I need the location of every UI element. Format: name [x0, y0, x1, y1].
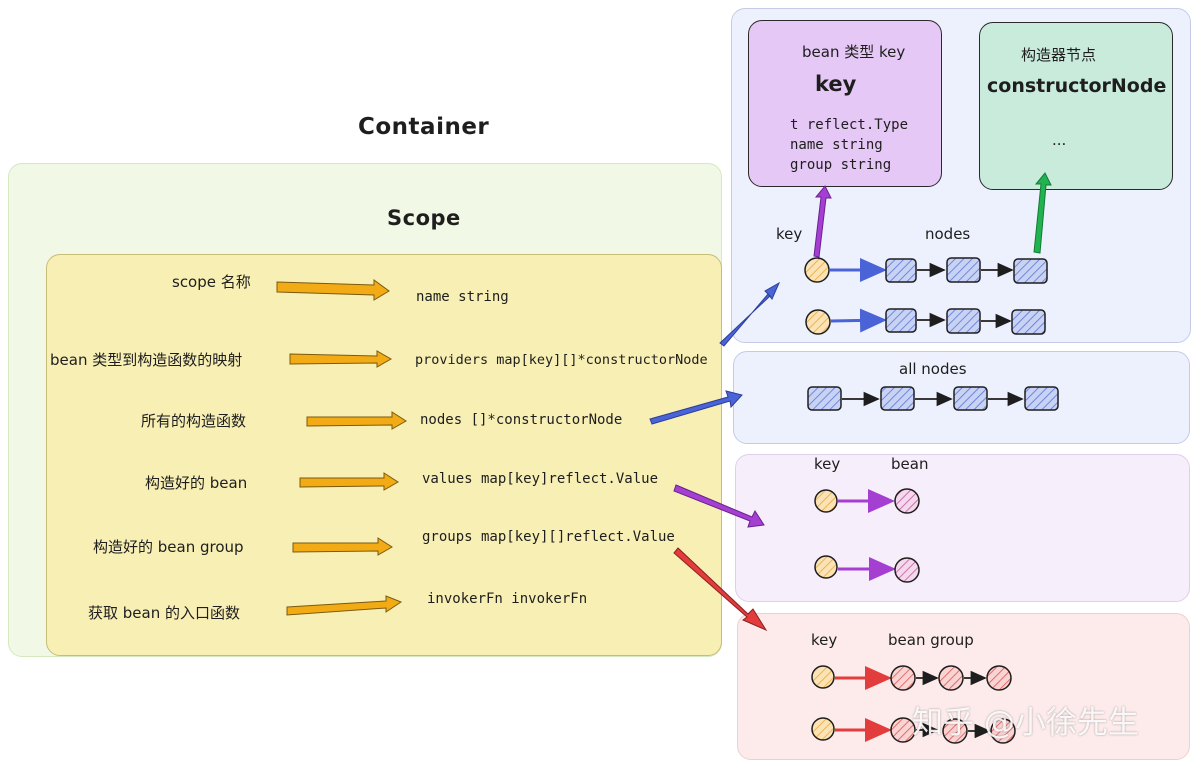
- bean-circle: [890, 717, 916, 743]
- scope-title: Scope: [387, 206, 461, 230]
- key-circle: [811, 717, 835, 741]
- values-bean-label: bean: [891, 455, 929, 473]
- scope-row-label-values: 构造好的 bean: [145, 474, 248, 492]
- groups-bean-group-label: bean group: [888, 631, 974, 649]
- node-box: [1024, 386, 1059, 411]
- node-box: [1011, 309, 1046, 335]
- providers-row-1: [804, 257, 1048, 284]
- groups-row-1: [811, 665, 1012, 691]
- connector-arrows: [649, 281, 781, 632]
- groups-key-label: key: [811, 631, 838, 649]
- node-box: [953, 386, 988, 411]
- scope-row-label-name: scope 名称: [172, 273, 251, 291]
- constructor-node-card: [979, 22, 1173, 190]
- bean-circle: [894, 557, 920, 583]
- bean-circle: [938, 665, 964, 691]
- key-circle: [814, 489, 838, 513]
- node-box: [946, 257, 981, 283]
- orange-arrow-groups: [292, 537, 393, 556]
- node-box: [880, 386, 915, 411]
- bean-circle: [990, 718, 1016, 744]
- green-arrow-to-ctor: [1033, 172, 1052, 254]
- all-nodes-label: all nodes: [899, 360, 967, 378]
- values-key-label: key: [814, 455, 841, 473]
- values-row-2: [814, 555, 920, 583]
- scope-field-name: name string: [416, 289, 509, 305]
- ctor-card-caption: 构造器节点: [1021, 46, 1097, 64]
- node-box: [1013, 258, 1048, 284]
- values-panel: [735, 454, 1190, 602]
- key-card-field-type: t reflect.Type: [790, 117, 909, 133]
- scope-row-label-nodes: 所有的构造函数: [141, 412, 247, 430]
- key-circle: [804, 257, 830, 283]
- key-circle: [814, 555, 838, 579]
- orange-arrow-nodes: [306, 411, 407, 430]
- watermark: 知乎 @小徐先生: [912, 705, 1139, 741]
- providers-key-label: key: [776, 225, 803, 243]
- scope-field-invoker: invokerFn invokerFn: [427, 591, 588, 607]
- scope-field-values: values map[key]reflect.Value: [422, 471, 659, 487]
- providers-nodes-label: nodes: [925, 225, 971, 243]
- key-card-name: key: [815, 72, 857, 96]
- key-card-field-group: group string: [790, 157, 892, 173]
- bean-circle: [890, 665, 916, 691]
- node-box: [885, 308, 917, 333]
- all-nodes-row: [807, 386, 1059, 411]
- ctor-card-name: constructorNode: [987, 75, 1167, 97]
- key-circle: [805, 309, 831, 335]
- key-card-field-name: name string: [790, 137, 883, 153]
- scope-row-label-providers: bean 类型到构造函数的映射: [50, 351, 243, 369]
- orange-arrow-providers: [289, 350, 393, 368]
- scope-field-providers: providers map[key][]*constructorNode: [415, 352, 708, 368]
- red-arrow-groups: [673, 547, 768, 632]
- key-circle: [811, 665, 835, 689]
- bean-circle: [894, 488, 920, 514]
- providers-row-2: [805, 308, 1046, 335]
- values-row-1: [814, 488, 920, 514]
- bean-circle: [942, 718, 968, 744]
- purple-arrow-to-key: [813, 185, 832, 258]
- node-box: [946, 308, 981, 334]
- orange-arrows: [276, 279, 407, 616]
- container-title: Container: [358, 114, 490, 140]
- orange-arrow-values: [299, 472, 399, 491]
- scope-row-label-invoker: 获取 bean 的入口函数: [88, 604, 240, 622]
- blue-arrow-nodes: [649, 390, 743, 425]
- scope-row-label-groups: 构造好的 bean group: [93, 538, 244, 556]
- scope-field-groups: groups map[key][]reflect.Value: [422, 529, 675, 545]
- scope-field-nodes: nodes []*constructorNode: [420, 412, 623, 428]
- node-box: [807, 386, 842, 411]
- orange-arrow-invoker: [286, 595, 403, 616]
- key-card: [748, 20, 942, 187]
- orange-arrow-name: [276, 279, 390, 301]
- bean-circle: [986, 665, 1012, 691]
- blue-arrow-providers: [719, 281, 781, 347]
- key-card-caption: bean 类型 key: [802, 43, 906, 61]
- groups-row-2: [811, 717, 1016, 744]
- scope-panel: [46, 254, 722, 656]
- ctor-card-more: ...: [1052, 131, 1067, 149]
- node-box: [885, 258, 917, 283]
- purple-arrow-values: [673, 484, 765, 528]
